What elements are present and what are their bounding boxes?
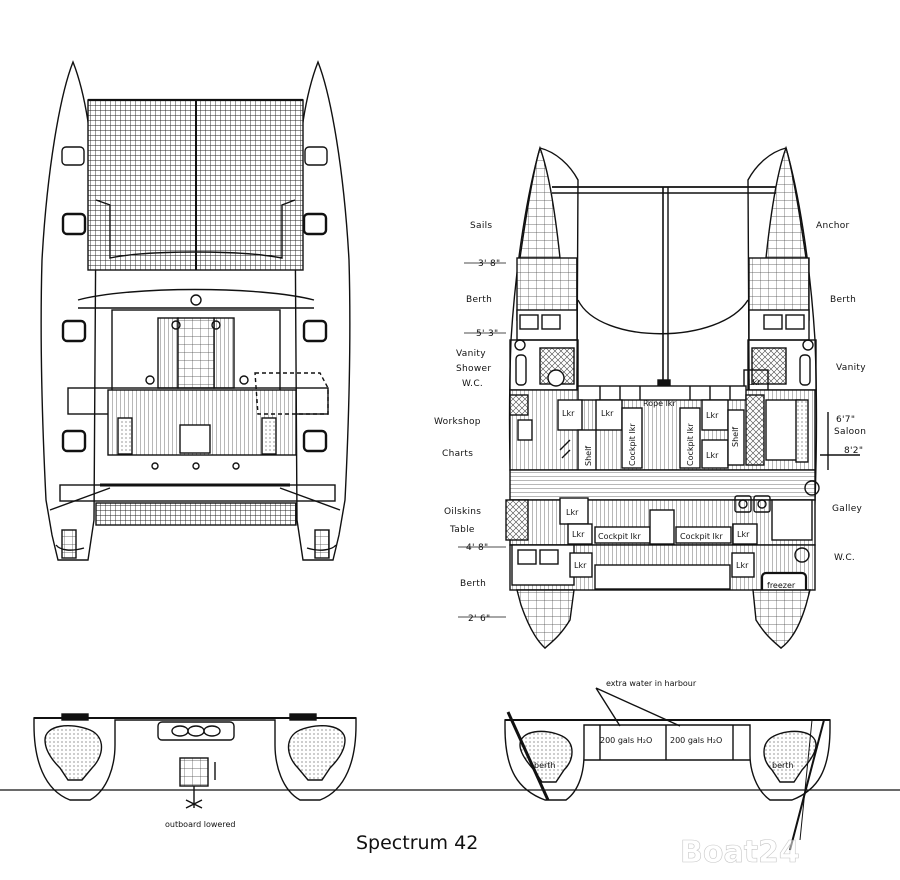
watermark: Boat24 <box>680 835 800 870</box>
label-shower: Shower <box>456 364 491 374</box>
deck-plan <box>40 60 351 561</box>
dimension-arrows <box>458 262 506 618</box>
label-cockpit-lkr-vert-port: Cockpit lkr <box>628 423 637 466</box>
accommodation-plan <box>505 145 860 650</box>
label-dim-3-8: 3' 8" <box>478 259 500 269</box>
label-wc-left: W.C. <box>462 379 483 389</box>
drawing-title: Spectrum 42 <box>356 832 478 854</box>
label-charts: Charts <box>442 449 473 459</box>
label-freezer: freezer <box>767 581 796 590</box>
label-lkr-4: Lkr <box>706 451 719 460</box>
label-wc-right: W.C. <box>834 553 855 563</box>
label-cockpit-lkr-port: Cockpit lkr <box>598 532 641 541</box>
label-rope-locker: Rope lkr <box>643 399 676 408</box>
label-dim-6-7: 6'7" <box>836 415 855 425</box>
label-shelf-port: Shelf <box>584 446 593 466</box>
label-outboard-lowered: outboard lowered <box>165 820 235 829</box>
section-label-group: outboard lowered extra water in harbour … <box>165 679 794 829</box>
label-workshop: Workshop <box>434 417 481 427</box>
label-berth-right: Berth <box>830 295 856 305</box>
label-lkr-2: Lkr <box>601 409 614 418</box>
label-berth-aft: Berth <box>460 579 486 589</box>
label-berth-section-right: berth <box>772 761 794 770</box>
label-cockpit-lkr-stbd: Cockpit lkr <box>680 532 723 541</box>
label-vanity-left: Vanity <box>456 349 486 359</box>
label-sails: Sails <box>470 221 492 231</box>
label-tank-right: 200 gals H₂O <box>670 736 722 745</box>
label-vanity-right: Vanity <box>836 363 866 373</box>
label-berth-fwd: Berth <box>466 295 492 305</box>
label-lkr-3: Lkr <box>706 411 719 420</box>
label-lkr-8: Lkr <box>737 530 750 539</box>
label-lkr-1: Lkr <box>562 409 575 418</box>
label-lkr-9: Lkr <box>574 561 587 570</box>
interior-labels: Rope lkr Lkr Lkr Lkr Lkr Lkr Lkr Lkr Lkr… <box>562 378 796 590</box>
label-dim-4-8: 4' 8" <box>466 543 488 553</box>
label-tank-left: 200 gals H₂O <box>600 736 652 745</box>
section-tanks <box>504 687 831 851</box>
label-dim-2-6: 2' 6" <box>468 614 490 624</box>
label-lkr-7: Lkr <box>572 530 585 539</box>
label-saloon: Saloon <box>834 427 866 437</box>
label-dim-8-2: 8'2" <box>844 446 863 456</box>
label-dim-5-3: 5' 3" <box>476 329 498 339</box>
label-galley: Galley <box>832 504 863 514</box>
plan-labels-left: Sails 3' 8" Berth 5' 3" Vanity Shower W.… <box>434 221 500 624</box>
label-shelf-stbd: Shelf <box>731 427 740 447</box>
label-oilskins: Oilskins <box>444 507 481 517</box>
label-lkr-6: Lkr <box>566 508 579 517</box>
label-lkr-10: Lkr <box>736 561 749 570</box>
label-table: Table <box>449 525 475 535</box>
plan-labels-right: Anchor Berth Vanity 6'7" Saloon 8'2" Gal… <box>816 221 866 563</box>
label-berth-section-left: berth <box>534 761 556 770</box>
label-cockpit-lkr-vert-stbd: Cockpit lkr <box>686 423 695 466</box>
label-lkr-5: Lkr <box>748 378 761 387</box>
label-anchor: Anchor <box>816 221 850 231</box>
section-outboard <box>33 713 357 809</box>
label-extra-water: extra water in harbour <box>606 679 697 688</box>
